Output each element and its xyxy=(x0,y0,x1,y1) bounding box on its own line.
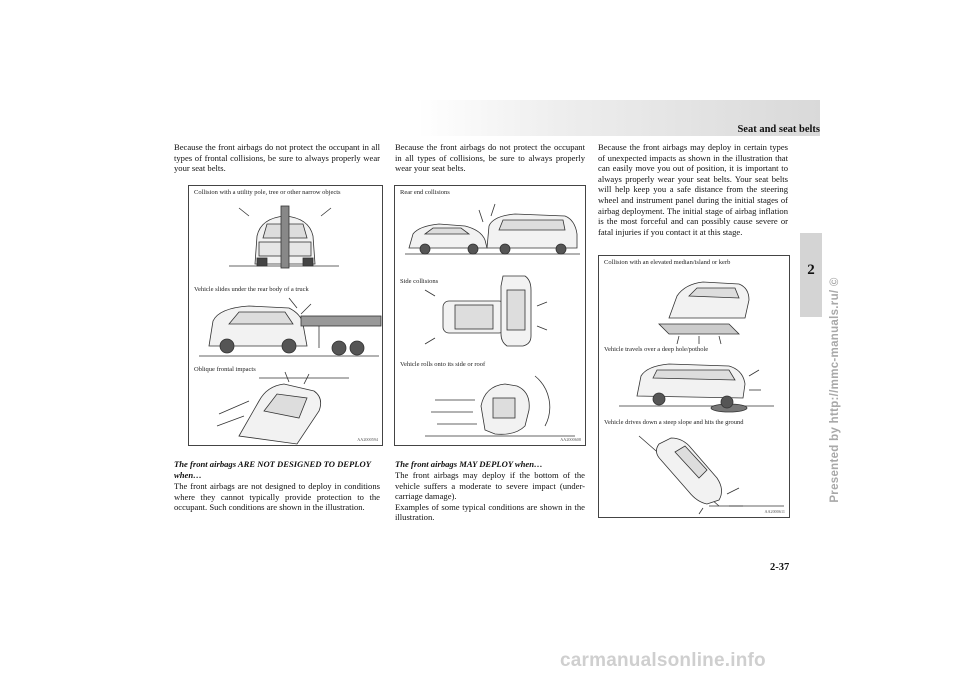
figure-caption: Rear end collisions xyxy=(400,189,450,196)
figure-code: AA2000611 xyxy=(764,509,785,514)
col3-intro-paragraph: Because the front airbags may deploy in … xyxy=(598,142,788,237)
chapter-tab xyxy=(800,233,822,317)
figure-caption: Oblique frontal impacts xyxy=(194,366,256,373)
figure-caption: Vehicle travels over a deep hole/pothole xyxy=(604,346,709,353)
figure-caption: Vehicle rolls onto its side or roof xyxy=(400,361,486,368)
col2-heading: The front airbags MAY DEPLOY when… xyxy=(395,459,543,469)
col2-intro-paragraph: Because the front airbags do not protect… xyxy=(395,142,585,174)
figure-caption: Vehicle slides under the rear body of a … xyxy=(194,286,309,293)
col1-intro-paragraph: Because the front airbags do not protect… xyxy=(174,142,380,174)
figure-caption: Collision with a utility pole, tree or o… xyxy=(194,189,341,196)
figure-caption: Collision with an elevated median/island… xyxy=(604,259,731,266)
figure-caption: Vehicle drives down a steep slope and hi… xyxy=(604,419,744,426)
col1-heading: The front airbags ARE NOT DESIGNED TO DE… xyxy=(174,459,371,480)
footer-site-watermark: carmanualsonline.info xyxy=(560,650,766,671)
section-title: Seat and seat belts xyxy=(737,124,820,135)
col2-figure: Rear end collisions Side collisions Vehi… xyxy=(394,185,586,446)
header-band xyxy=(418,100,820,136)
figure-code: AA2000608 xyxy=(560,437,581,442)
col2-illustration xyxy=(405,203,580,437)
watermark: Presented by http://mmc-manuals.ru/ © xyxy=(828,210,842,570)
col3-figure: Collision with an elevated median/island… xyxy=(598,255,790,518)
watermark-text: Presented by http://mmc-manuals.ru/ © xyxy=(829,277,841,503)
col3-illustration xyxy=(619,281,784,515)
col1-body-paragraph: The front airbags are not designed to de… xyxy=(174,481,380,513)
col1-illustration xyxy=(199,205,382,445)
col1-figure: Collision with a utility pole, tree or o… xyxy=(188,185,383,446)
page-number: 2-37 xyxy=(770,562,790,573)
chapter-number: 2 xyxy=(807,262,815,278)
figure-caption: Side collisions xyxy=(400,278,439,285)
col2-body-paragraph: The front airbags may deploy if the bott… xyxy=(395,470,585,523)
figure-code: AA2000594 xyxy=(357,437,378,442)
